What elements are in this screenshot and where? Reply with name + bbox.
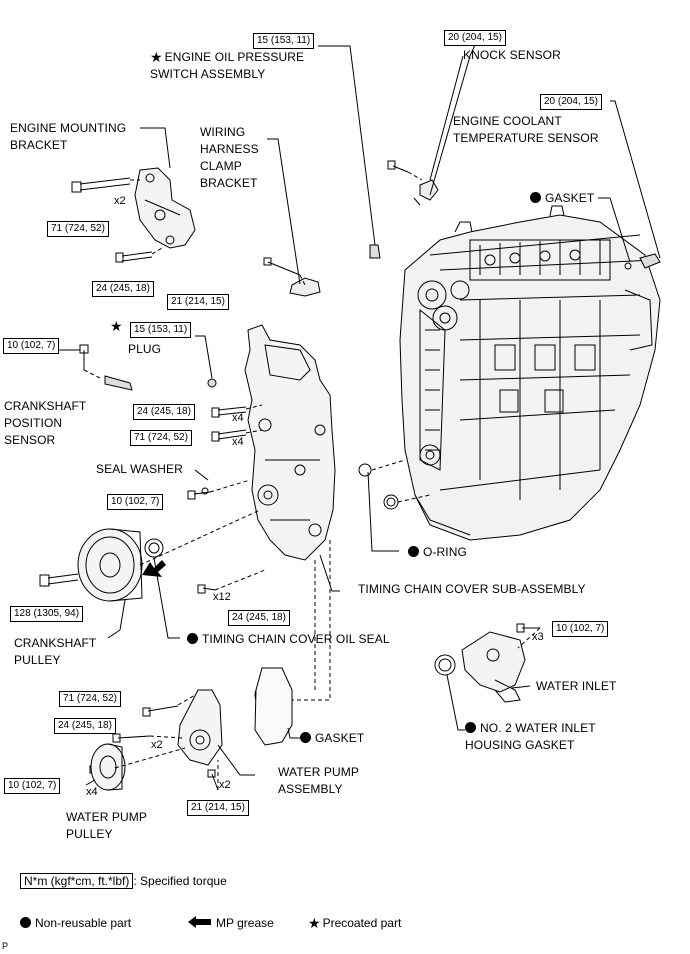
torque-cover-bolt-x12: 24 (245, 18) xyxy=(228,610,290,626)
label-water-pump-assembly: WATER PUMP ASSEMBLY xyxy=(278,765,359,796)
label-wiring-harness-clamp-bracket: WIRING HARNESS CLAMP BRACKET xyxy=(200,125,259,190)
torque-water-pump-21: 21 (214, 15) xyxy=(187,800,249,816)
legend-mp-grease: MP grease xyxy=(188,915,274,931)
non-reusable-dot-icon xyxy=(20,917,31,928)
engine-block-drawing xyxy=(399,205,661,541)
precoated-star-plug: ★ xyxy=(110,318,125,335)
torque-cover-bolt-24: 24 (245, 18) xyxy=(133,404,195,420)
small-parts-drawings xyxy=(104,179,661,708)
torque-water-pump-71: 71 (724, 52) xyxy=(59,691,121,707)
qty-cover-x4-b: x4 xyxy=(232,436,244,448)
qty-water-pump-x2: x2 xyxy=(151,739,163,751)
mp-grease-arrow xyxy=(142,560,166,577)
torque-water-inlet: 10 (102, 7) xyxy=(552,621,609,637)
non-reusable-dot-icon xyxy=(187,633,198,644)
qty-mounting-x2: x2 xyxy=(114,195,126,207)
torque-knock-sensor: 20 (204, 15) xyxy=(444,30,506,46)
label-seal-washer: SEAL WASHER xyxy=(96,462,183,476)
precoated-star-icon: ★ xyxy=(308,915,321,931)
torque-water-pump-24: 24 (245, 18) xyxy=(54,718,116,734)
label-water-pump-pulley: WATER PUMP PULLEY xyxy=(66,810,147,841)
label-crankshaft-position-sensor: CRANKSHAFT POSITION SENSOR xyxy=(4,399,87,447)
engine-mounting-bracket-drawing xyxy=(134,167,196,249)
qty-pump-bottom-x2: x2 xyxy=(219,779,231,791)
qty-pulley-x4: x4 xyxy=(86,786,98,798)
corner-code: P xyxy=(2,941,9,951)
timing-chain-cover-drawing xyxy=(244,324,336,561)
leader-lines xyxy=(48,37,661,786)
torque-crank-position-sensor: 10 (102, 7) xyxy=(3,338,60,354)
torque-crank-pulley: 128 (1305, 94) xyxy=(10,606,84,622)
label-timing-chain-cover: TIMING CHAIN COVER SUB-ASSEMBLY xyxy=(358,582,586,596)
legend-torque-box: N*m (kgf*cm, ft.*lbf) xyxy=(20,873,134,889)
legend-specified-torque: N*m (kgf*cm, ft.*lbf): Specified torque xyxy=(20,873,227,889)
label-no2-water-inlet-housing-gasket: NO. 2 WATER INLET HOUSING GASKET xyxy=(465,721,596,752)
legend-non-reusable: Non-reusable part xyxy=(20,915,131,931)
torque-mounting-bracket-lower: 24 (245, 18) xyxy=(92,281,154,297)
precoated-star-icon: ★ xyxy=(110,318,123,334)
label-engine-mounting-bracket: ENGINE MOUNTING BRACKET xyxy=(10,121,127,152)
label-o-ring: O-RING xyxy=(408,544,467,561)
label-crankshaft-pulley: CRANKSHAFT PULLEY xyxy=(14,636,97,667)
label-timing-chain-cover-oil-seal: TIMING CHAIN COVER OIL SEAL xyxy=(187,631,390,648)
label-engine-oil-pressure-switch: ★ENGINE OIL PRESSURE SWITCH ASSEMBLY xyxy=(150,49,305,81)
legend-precoated: ★Precoated part xyxy=(308,915,402,931)
grease-arrow-icon xyxy=(188,916,211,928)
water-inlet-drawing xyxy=(461,631,526,703)
water-pump-drawing xyxy=(177,689,223,766)
torque-coolant-temp-sensor: 20 (204, 15) xyxy=(540,94,602,110)
qty-cover-x4-a: x4 xyxy=(232,412,244,424)
qty-cover-x12: x12 xyxy=(213,591,231,603)
precoated-star-icon: ★ xyxy=(150,49,163,65)
label-knock-sensor: KNOCK SENSOR xyxy=(463,48,561,62)
bolt-drawings xyxy=(39,160,540,791)
label-gasket-bottom: GASKET xyxy=(300,730,364,747)
non-reusable-dot-icon xyxy=(530,192,541,203)
water-pump-pulley-drawing xyxy=(90,743,126,791)
non-reusable-dot-icon xyxy=(300,732,311,743)
non-reusable-dot-icon xyxy=(408,546,419,557)
torque-water-pump-pulley: 10 (102, 7) xyxy=(4,778,61,794)
torque-oil-pressure-switch: 15 (153, 11) xyxy=(253,33,315,49)
label-water-inlet: WATER INLET xyxy=(536,679,617,693)
crankshaft-pulley-drawing xyxy=(77,528,143,602)
non-reusable-dot-icon xyxy=(465,722,476,733)
torque-seal-washer-bolt: 10 (102, 7) xyxy=(107,494,164,510)
torque-cover-bolt-71: 71 (724, 52) xyxy=(130,430,192,446)
qty-water-inlet-x3: x3 xyxy=(532,631,544,643)
torque-plug: 15 (153, 11) xyxy=(130,322,192,338)
label-engine-coolant-temp-sensor: ENGINE COOLANT TEMPERATURE SENSOR xyxy=(453,114,599,145)
label-gasket-top: GASKET xyxy=(530,190,594,207)
label-plug: PLUG xyxy=(128,342,162,356)
torque-mounting-bracket-upper: 71 (724, 52) xyxy=(47,221,109,237)
torque-wiring-clamp: 21 (214, 15) xyxy=(167,294,229,310)
